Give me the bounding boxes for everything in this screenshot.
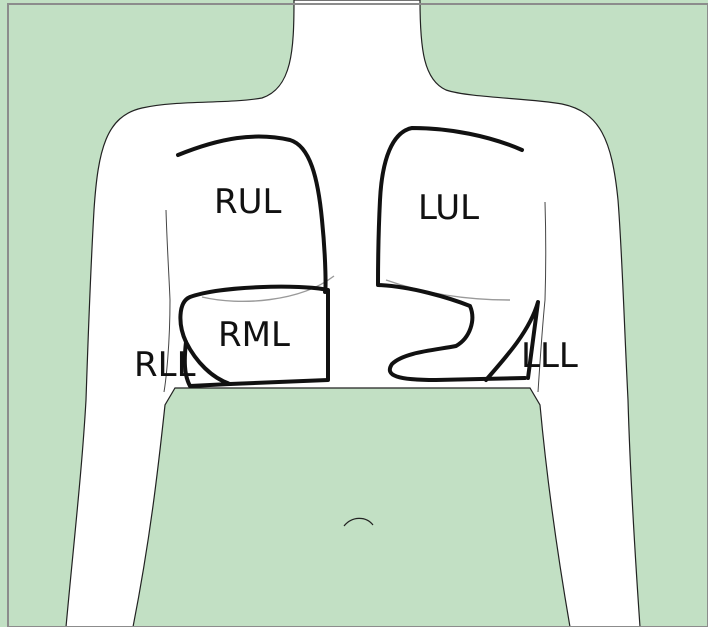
label-rul: RUL [214, 182, 282, 222]
label-lul: LUL [418, 188, 479, 228]
label-rml: RML [218, 315, 290, 355]
label-rll: RLL [134, 345, 196, 385]
label-lll: LLL [521, 336, 578, 376]
